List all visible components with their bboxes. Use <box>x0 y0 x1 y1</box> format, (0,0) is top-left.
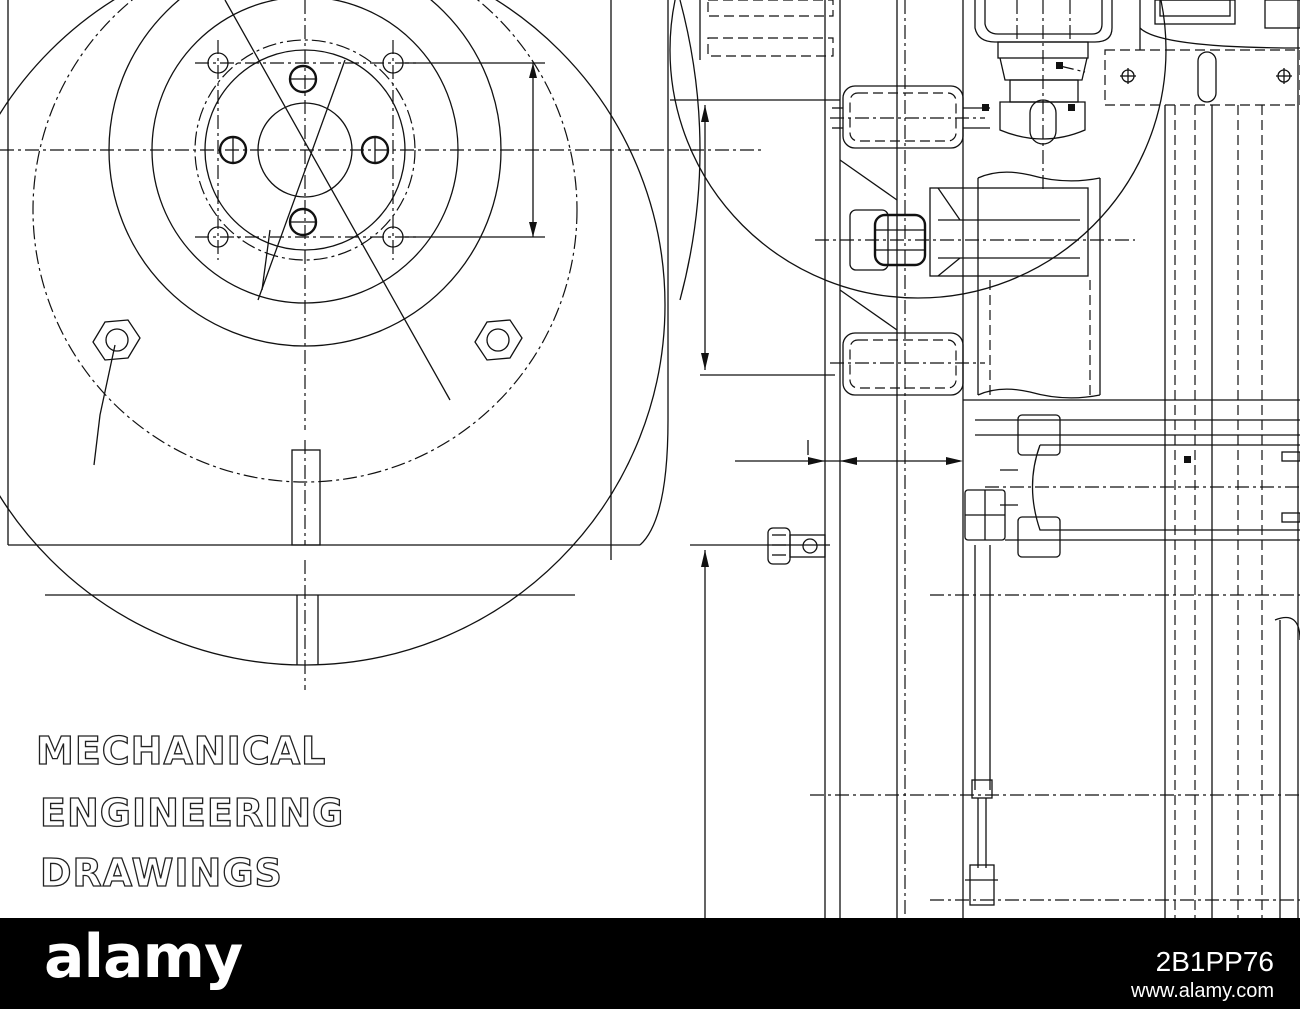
engineering-drawing: MECHANICAL ENGINEERING DRAWINGS <box>0 0 1300 918</box>
right-mechanism <box>810 0 1300 918</box>
headline-line-1: MECHANICAL <box>36 729 326 773</box>
center-column <box>669 0 1167 918</box>
footer-url: www.alamy.com <box>1131 980 1274 1002</box>
headline-line-3: DRAWINGS <box>40 851 283 895</box>
headline: MECHANICAL ENGINEERING DRAWINGS <box>35 728 344 895</box>
watermark-footer: alamy 2B1PP76 www.alamy.com <box>0 918 1300 1009</box>
headline-line-2: ENGINEERING <box>40 791 344 835</box>
image-id: 2B1PP76 <box>1155 946 1274 977</box>
flange-assembly <box>0 0 700 690</box>
alamy-logo: alamy <box>44 922 243 992</box>
